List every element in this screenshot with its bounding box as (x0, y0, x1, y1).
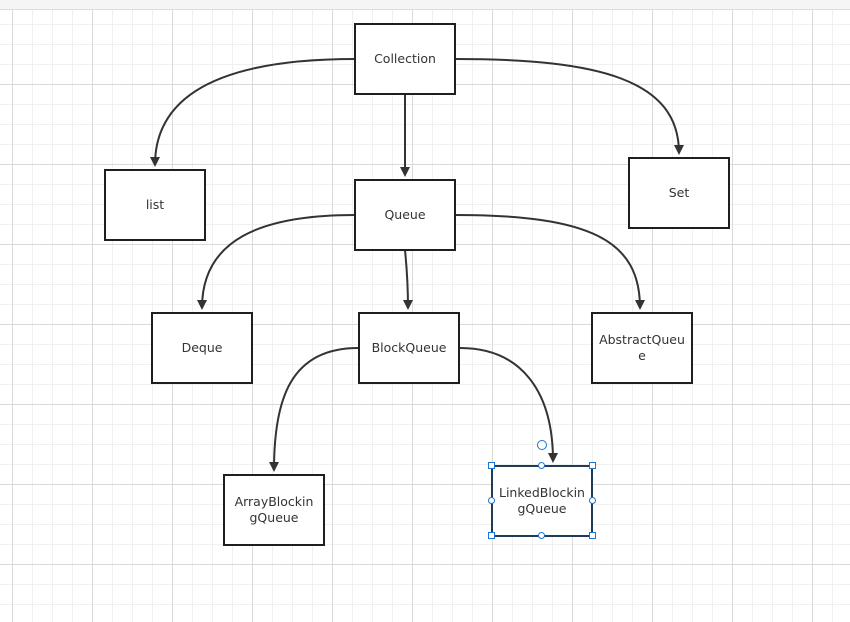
top-toolbar-strip (0, 0, 850, 10)
node-collection[interactable]: Collection (354, 23, 456, 95)
resize-handle-bottom-right[interactable] (589, 532, 596, 539)
node-deque[interactable]: Deque (151, 312, 253, 384)
resize-handle-right[interactable] (589, 497, 596, 504)
edge-queue-abstractqueue[interactable] (454, 214, 645, 310)
edge-collection-set[interactable] (454, 58, 684, 155)
node-linkedblockingqueue[interactable]: LinkedBlockingQueue (491, 465, 593, 537)
resize-handle-bottom-left[interactable] (488, 532, 495, 539)
node-list[interactable]: list (104, 169, 206, 241)
resize-handle-top[interactable] (538, 462, 545, 469)
edge-queue-blockqueue[interactable] (402, 249, 413, 310)
resize-handle-left[interactable] (488, 497, 495, 504)
edge-collection-list[interactable] (150, 58, 356, 167)
resize-handle-bottom[interactable] (538, 532, 545, 539)
edge-blockqueue-linkedblockingqueue[interactable] (459, 347, 558, 463)
edge-queue-deque[interactable] (197, 214, 356, 310)
edge-blockqueue-arrayblockingqueue[interactable] (269, 347, 359, 472)
rotate-handle-icon[interactable] (537, 440, 547, 450)
node-blockqueue[interactable]: BlockQueue (358, 312, 460, 384)
node-abstractqueue[interactable]: AbstractQueue (591, 312, 693, 384)
resize-handle-top-right[interactable] (589, 462, 596, 469)
node-arrayblockingqueue[interactable]: ArrayBlockingQueue (223, 474, 325, 546)
node-set[interactable]: Set (628, 157, 730, 229)
node-queue[interactable]: Queue (354, 179, 456, 251)
resize-handle-top-left[interactable] (488, 462, 495, 469)
